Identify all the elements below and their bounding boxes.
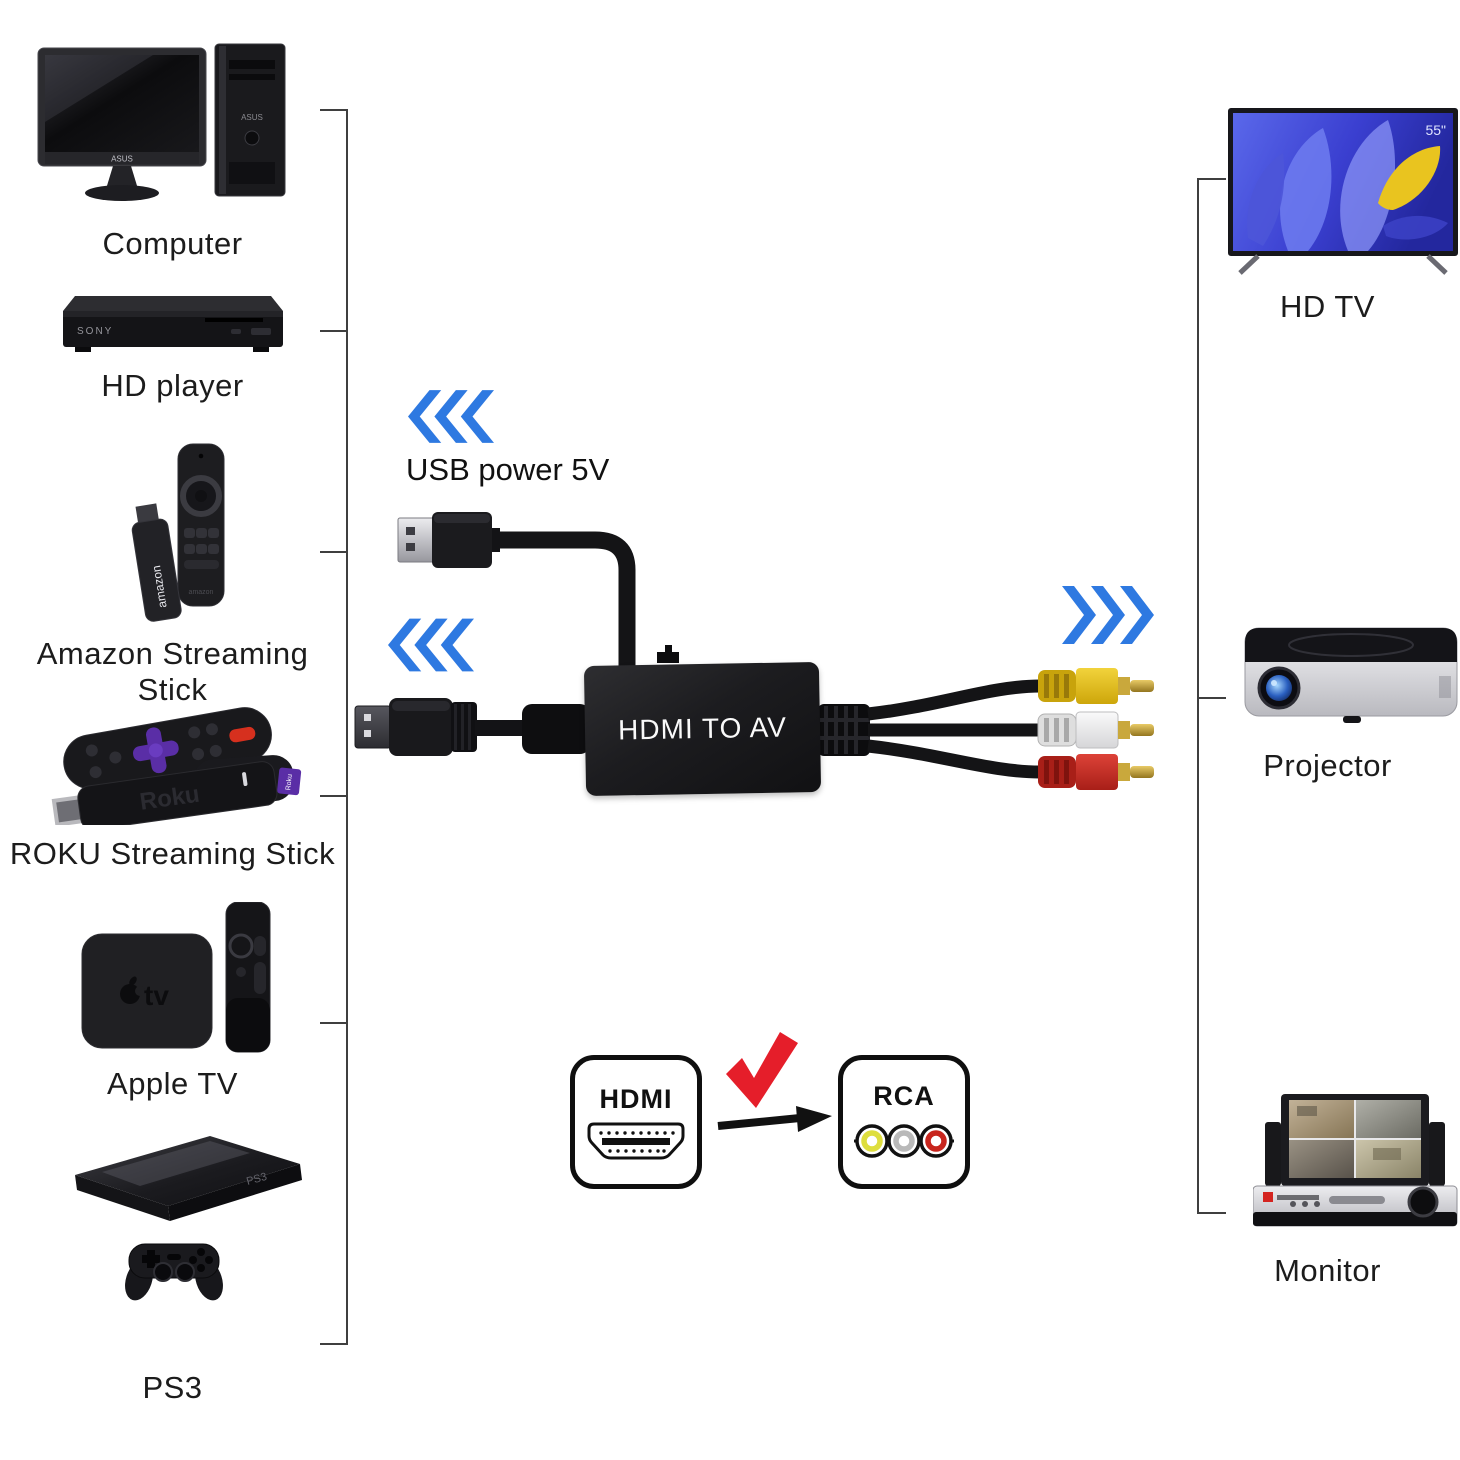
rca-plug-yellow: [1038, 668, 1154, 704]
left-arrows-top-icon: [408, 390, 494, 443]
hd-tv-image: 55": [1228, 108, 1458, 275]
left-arrows-mid-icon: [388, 618, 474, 672]
left-bracket-tick-ps3: [320, 1343, 348, 1345]
converter-cable-assembly: [354, 512, 1154, 790]
right-bracket-tick-monitor: [1199, 1212, 1226, 1214]
hdmi-source-icon: HDMI: [570, 1055, 702, 1189]
rca-plug-red: [1038, 754, 1154, 790]
usb-power-label: USB power 5V: [406, 452, 610, 487]
rca-icon-label: RCA: [873, 1081, 935, 1111]
player-brand: SONY: [77, 326, 113, 337]
left-bracket-tick-appletv: [320, 1022, 348, 1024]
usb-cable: [500, 531, 636, 666]
monitor-brand: ASUS: [111, 155, 133, 164]
rca-plug-white: [1037, 711, 1154, 749]
rca-target-icon: RCA: [838, 1055, 970, 1189]
stick-brand: amazon: [149, 564, 170, 608]
hdmi-plug: [354, 698, 590, 756]
tower-brand: ASUS: [241, 113, 263, 122]
hd-player-image: SONY: [63, 296, 283, 352]
right-bracket-tick-hdtv: [1199, 178, 1226, 180]
hdmi-icon-label: HDMI: [599, 1084, 673, 1114]
usb-connector: [397, 512, 500, 568]
label-projector: Projector: [1263, 748, 1392, 783]
rca-cables: [867, 679, 1042, 779]
projector-image: [1244, 627, 1458, 723]
tv-size-badge: 55": [1425, 122, 1446, 138]
right-arrows-icon: [1062, 586, 1154, 644]
label-computer: Computer: [102, 226, 243, 261]
apple-tv-logo-text: tv: [144, 980, 169, 1011]
amazon-stick-image: amazon amazon: [131, 443, 225, 622]
remote-brand: amazon: [189, 589, 214, 596]
converter-box-label: HDMI TO AV: [617, 711, 788, 746]
label-roku-stick: ROKU Streaming Stick: [9, 836, 336, 871]
converter-box: HDMI TO AV: [583, 661, 822, 797]
roku-tag-brand: Roku: [285, 774, 294, 791]
apple-logo-icon: [120, 976, 145, 1004]
label-hd-tv: HD TV: [1280, 289, 1375, 324]
right-bracket-tick-projector: [1199, 697, 1226, 699]
rca-jacks-glyph: [854, 1124, 954, 1158]
arrow-right-icon: [717, 1106, 832, 1132]
left-bracket-tick-roku: [320, 795, 348, 797]
roku-stick-image: Roku Roku: [51, 707, 302, 825]
left-bracket-tick-hdplayer: [320, 330, 348, 332]
left-bracket-line: [346, 109, 348, 1345]
ps3-logo: PS3: [245, 1171, 268, 1188]
hdmi-connector-glyph: [587, 1122, 685, 1160]
strain-relief: [818, 704, 870, 756]
right-bracket-line: [1197, 178, 1199, 1214]
computer-image: ASUS ASUS: [37, 43, 286, 201]
left-bracket-tick-computer: [320, 109, 348, 111]
check-icon: [726, 1032, 798, 1108]
label-monitor: Monitor: [1274, 1253, 1381, 1288]
label-ps3: PS3: [142, 1370, 203, 1405]
monitor-image: [1253, 1094, 1458, 1227]
label-amazon-stick: Amazon Streaming Stick: [36, 636, 309, 707]
apple-tv-image: tv: [81, 902, 271, 1053]
label-apple-tv: Apple TV: [107, 1066, 238, 1101]
ps3-image: PS3: [75, 1136, 302, 1301]
left-bracket-tick-amazon: [320, 551, 348, 553]
label-hd-player: HD player: [101, 368, 244, 403]
